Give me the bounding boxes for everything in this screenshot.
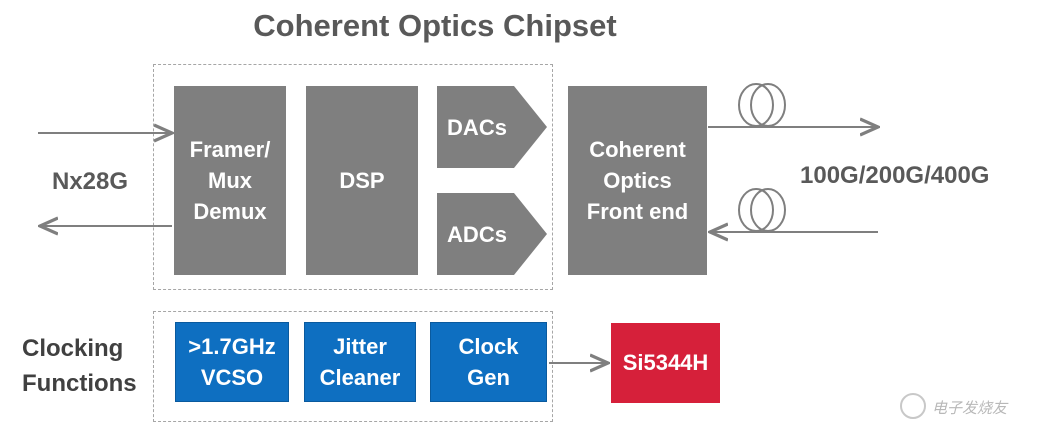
- rx-fiber-coil-icon: [738, 188, 786, 232]
- dacs-arrow-shape: [437, 86, 547, 168]
- coherent-optics-front-end-block: Coherent Optics Front end: [568, 86, 707, 275]
- tx-fiber-coil-icon: [738, 83, 786, 127]
- watermark-text: 电子发烧友: [932, 400, 1008, 417]
- clock-gen-block: Clock Gen: [430, 322, 547, 402]
- clocking-boundary: [153, 311, 553, 422]
- watermark-logo-icon: [900, 393, 926, 419]
- jitter-cleaner-block: Jitter Cleaner: [304, 322, 416, 402]
- dacs-label: DACs: [447, 114, 507, 140]
- output-rate-label: 100G/200G/400G: [800, 162, 990, 189]
- adcs-label: ADCs: [447, 221, 507, 247]
- adcs-arrow-shape: [437, 193, 547, 275]
- vcso-block: >1.7GHz VCSO: [175, 322, 289, 402]
- clocking-functions-label: Clocking Functions: [22, 335, 137, 397]
- chipset-boundary: [153, 64, 553, 290]
- diagram-title: Coherent Optics Chipset: [253, 8, 617, 43]
- si5344h-block: Si5344H: [611, 323, 720, 403]
- dsp-block: DSP: [306, 86, 418, 275]
- input-rate-label: Nx28G: [52, 168, 129, 195]
- framer-mux-demux-block: Framer/ Mux Demux: [174, 86, 286, 275]
